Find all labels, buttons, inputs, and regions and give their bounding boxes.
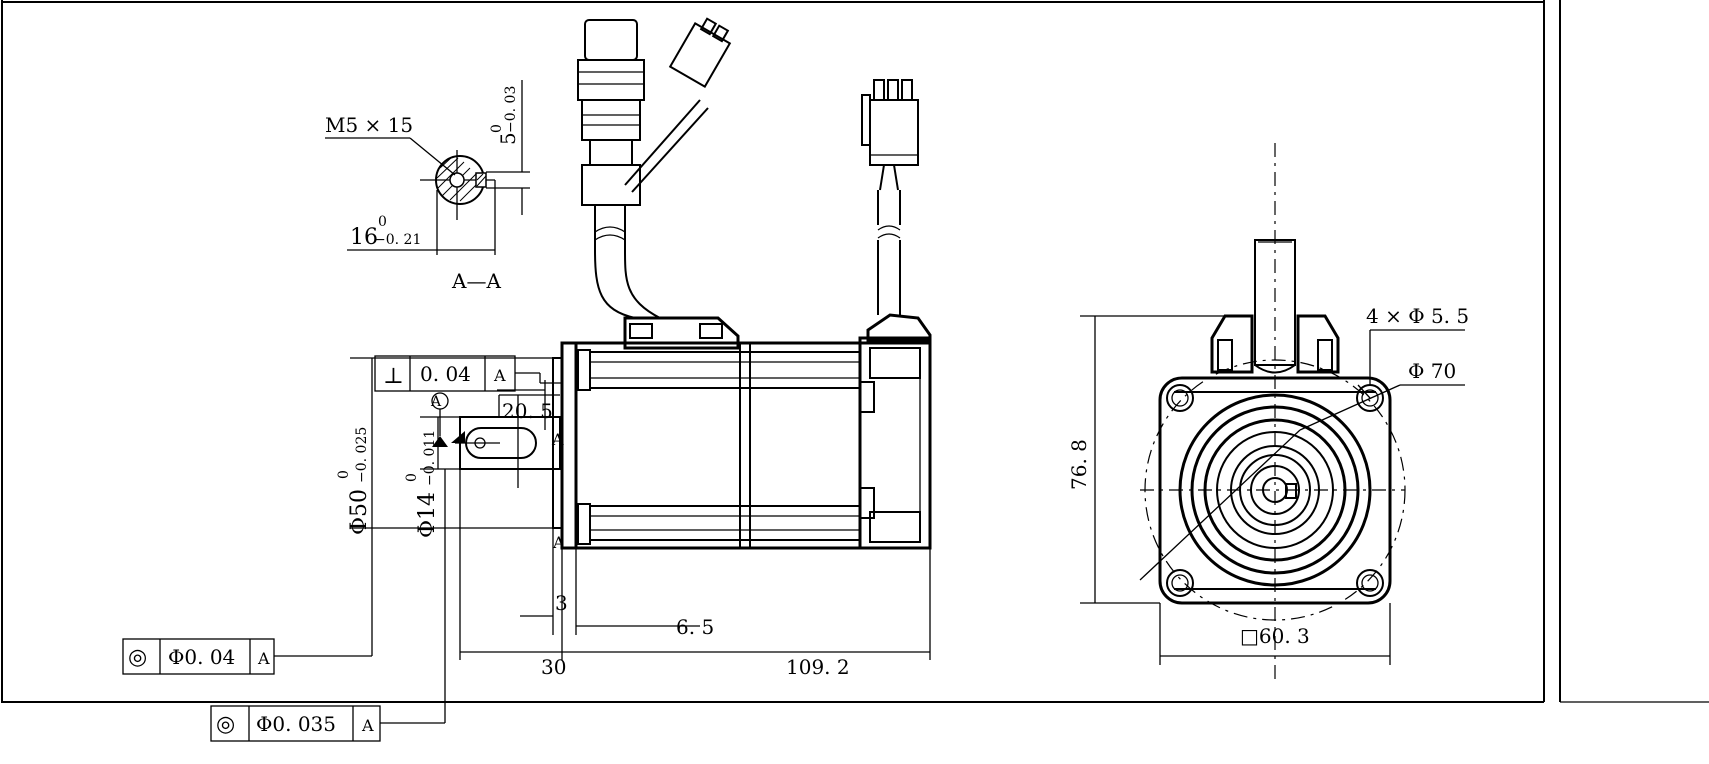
concentricity-1-symbol: ◎ xyxy=(128,645,147,670)
shaft-dia-lower: −0. 011 xyxy=(422,430,438,486)
keyway-depth-upper: 0 xyxy=(489,124,505,133)
concentricity-2-datum: A xyxy=(361,716,374,735)
concentricity-2-symbol: ◎ xyxy=(216,712,235,737)
datum-mark: A xyxy=(430,394,442,410)
pilot-dia-lower: −0. 025 xyxy=(354,427,370,483)
key-length-label: 20. 5 xyxy=(502,399,553,423)
shaft-dia-main: Φ14 xyxy=(415,492,440,538)
section-a-a xyxy=(325,80,530,255)
shaft-dia-upper: 0 xyxy=(404,473,420,482)
keyway-depth-main: 5 xyxy=(496,132,520,145)
concentricity-frame-1 xyxy=(122,638,275,675)
perpendicularity-tolerance: 0. 04 xyxy=(420,362,471,386)
front-view xyxy=(1080,143,1465,680)
drawing-frame xyxy=(1,0,1709,703)
section-label: A—A xyxy=(451,269,501,293)
shaft-length-label: 30 xyxy=(541,655,566,679)
pilot-dia-upper: 0 xyxy=(336,470,352,479)
section-mark-top: A xyxy=(551,430,564,449)
concentricity-2-tolerance: Φ0. 035 xyxy=(256,712,336,736)
body-length-label: 109. 2 xyxy=(786,655,850,679)
concentricity-frame-2 xyxy=(210,705,381,742)
width-upper: 0 xyxy=(378,214,387,230)
section-mark-bottom: A xyxy=(552,533,565,552)
perpendicularity-datum: A xyxy=(493,366,506,385)
flange-thickness-label: 3 xyxy=(555,591,568,615)
perpendicularity-symbol: ⊥ xyxy=(383,364,404,389)
holes-label: 4 × Φ 5. 5 xyxy=(1366,304,1469,328)
concentricity-1-datum: A xyxy=(257,649,270,668)
square-label: □60. 3 xyxy=(1240,624,1310,648)
pcd-label: Φ 70 xyxy=(1408,359,1456,383)
width-lower: −0. 21 xyxy=(374,232,421,248)
perpendicularity-frame xyxy=(374,355,516,392)
width-main: 16 xyxy=(350,225,378,250)
pilot-height-label: 6. 5 xyxy=(676,615,714,639)
side-view xyxy=(274,17,932,724)
thread-label: M5 × 15 xyxy=(325,113,413,137)
concentricity-1-tolerance: Φ0. 04 xyxy=(168,645,235,669)
pilot-dia-main: Φ50 xyxy=(347,489,372,535)
keyway-depth-lower: −0. 03 xyxy=(503,86,519,133)
height-label: 76. 8 xyxy=(1067,439,1091,490)
